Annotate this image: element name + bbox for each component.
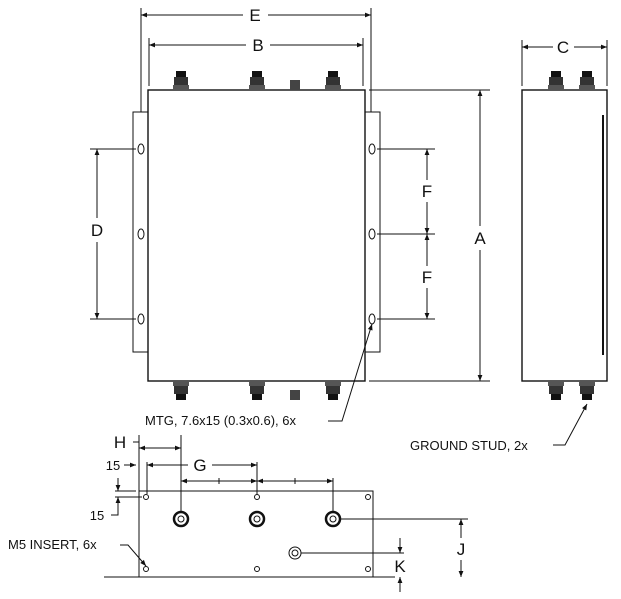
side-body [521,89,608,382]
front-view: E B D F F A MTG, 7.6x15 (0.3x0.6), 6x [90,6,490,428]
ground-stud-note: GROUND STUD, 2x [410,438,528,453]
filter-body [147,89,366,382]
side-view: C GROUND STUD, 2x [410,38,608,453]
dimension-f-lower-label: F [422,268,432,287]
bottom-view: H G 15 15 J K M5 INSERT, 6x [8,433,468,592]
dimension-j-label: J [457,540,466,559]
offset-15-vertical-label: 15 [90,508,104,523]
dimension-e-label: E [249,6,260,25]
top-studs [173,71,341,90]
bottom-plate [138,490,374,578]
terminal-studs [172,510,342,560]
dimension-b-label: B [252,36,263,55]
dimension-f-upper-label: F [422,182,432,201]
m5-inserts [143,494,371,572]
left-flange [132,111,149,353]
m5-insert-note: M5 INSERT, 6x [8,537,97,552]
right-flange [364,111,381,353]
bottom-studs [173,381,341,400]
mounting-holes [137,143,376,325]
mtg-note: MTG, 7.6x15 (0.3x0.6), 6x [145,413,297,428]
dimension-d-label: D [91,221,103,240]
offset-15-horizontal-label: 15 [106,458,120,473]
dimension-h-label: H [114,433,126,452]
dimension-c-label: C [557,38,569,57]
dimension-a-label: A [474,229,486,248]
dimension-k-label: K [394,557,406,576]
dimension-g-label: G [193,456,206,475]
